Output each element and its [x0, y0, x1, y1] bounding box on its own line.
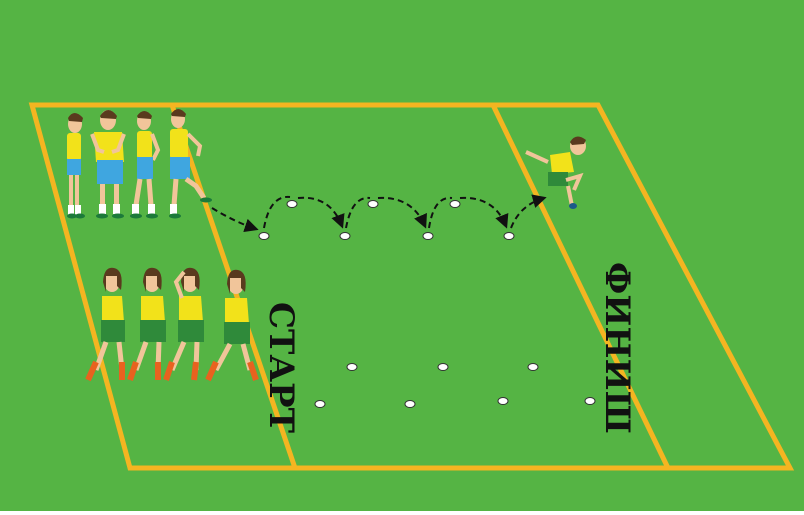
cone: [585, 398, 595, 405]
cone: [368, 201, 378, 208]
start-label: СТАРТ: [261, 302, 301, 433]
cone: [347, 364, 357, 371]
cone: [498, 398, 508, 405]
cone: [504, 233, 514, 240]
cone: [405, 401, 415, 408]
cone: [423, 233, 433, 240]
cone: [528, 364, 538, 371]
cone: [315, 401, 325, 408]
cone: [287, 201, 297, 208]
cone: [450, 201, 460, 208]
cone: [340, 233, 350, 240]
finish-label: ФИНИШ: [597, 262, 637, 434]
cone: [259, 233, 269, 240]
cone: [438, 364, 448, 371]
